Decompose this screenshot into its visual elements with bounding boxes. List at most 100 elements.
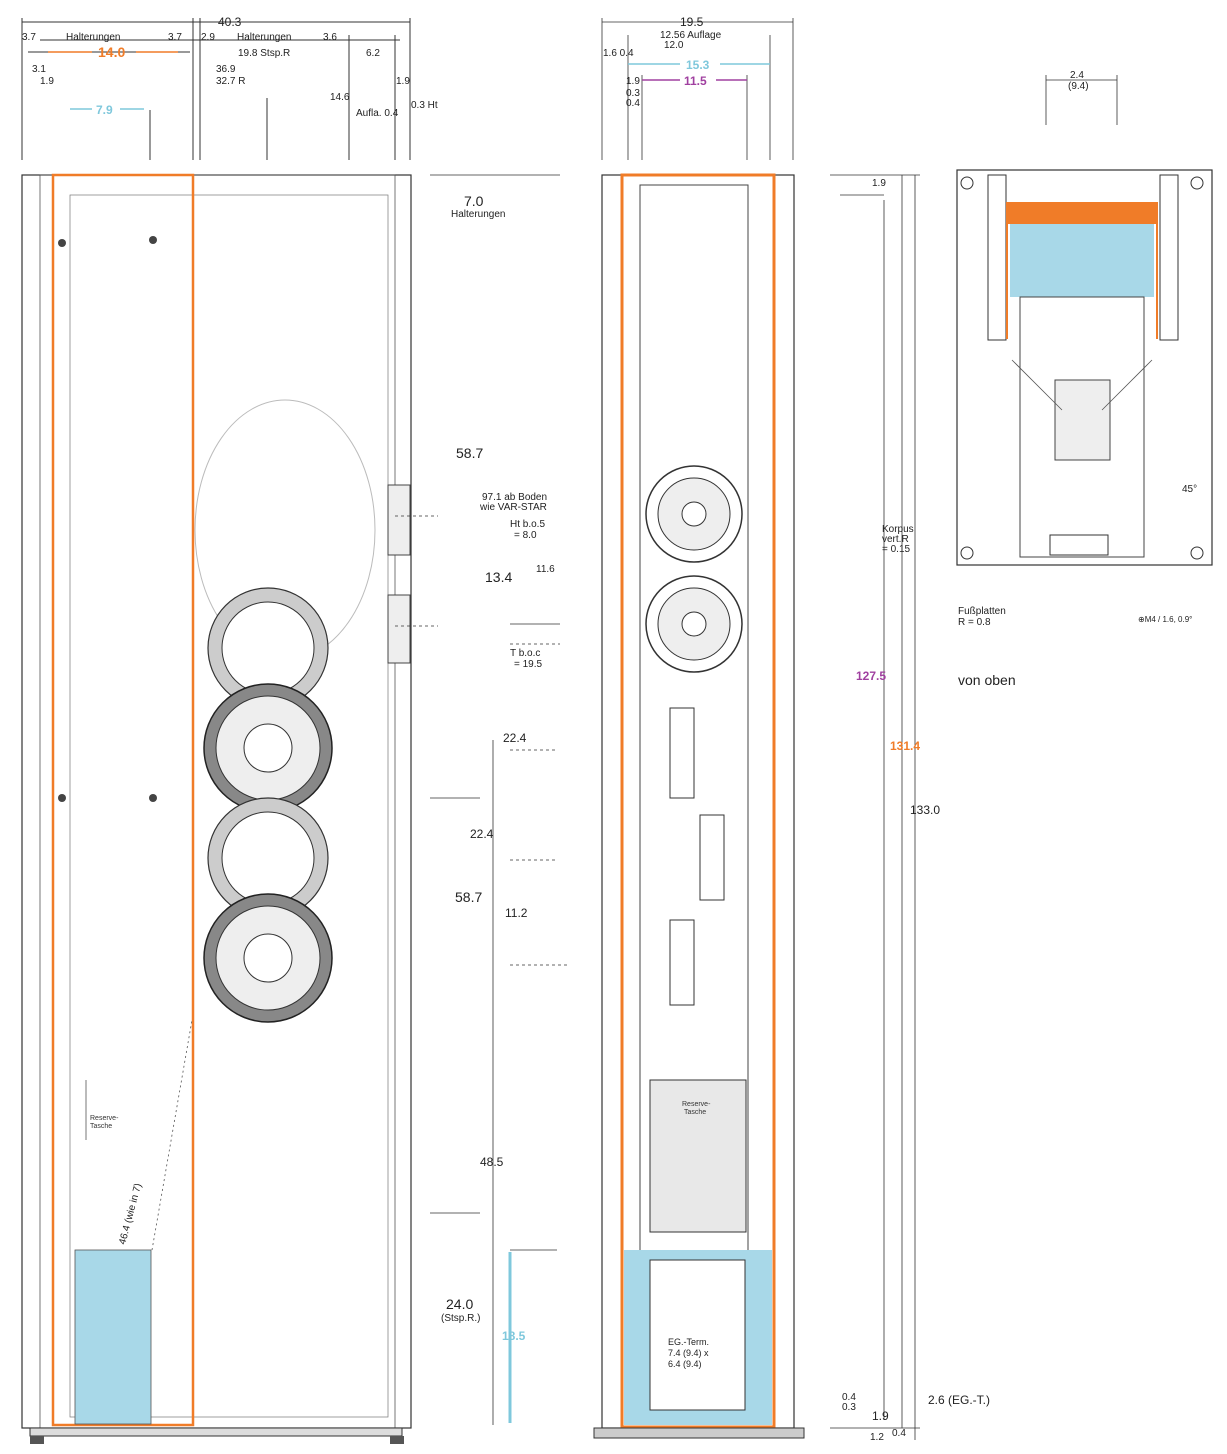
top-driver-line [1011,359,1063,411]
dim-14-0: 14.0 [98,44,125,60]
side-magnet-2 [699,814,725,901]
korpus-3: = 0.15 [882,544,911,555]
eg-term-1: EG.-Term. [668,1337,709,1347]
dim-15-3: 15.3 [686,58,710,72]
front-terminal-2 [387,594,411,664]
dim-2-6: 2.6 (EG.-T.) [928,1393,990,1407]
dim-133-0: 133.0 [910,803,940,817]
right-dimension-lines [830,174,920,1440]
top-driver-body [1054,379,1111,461]
front-driver-3 [207,797,329,919]
note-tbo: T b.o.c [510,648,540,659]
side-driver-2 [645,575,743,673]
side-outer-frame [601,174,795,1429]
hole-icon [58,239,66,247]
top-inner-chamber [1019,296,1145,558]
side-driver-1 [645,465,743,563]
m4-label: ⊕M4 / 1.6, 0.9° [1138,615,1192,624]
side-magnet-3 [669,919,695,1006]
dim-7-9: 7.9 [96,103,113,117]
side-reserve-1: Reserve- [682,1101,711,1108]
top-terminal [1049,534,1109,556]
dim-12-0: 12.0 [664,40,684,51]
front-view: 46.4 (wie in 7) Reserve- Tasche [21,173,412,1444]
note-ht: Ht b.o.5 [510,519,545,530]
front-outer-frame [21,174,412,1429]
front-blue-block [74,1249,152,1425]
front-baffle [69,194,389,1418]
dim-0-4b: 0.4 [626,98,640,109]
eg-term-3: 6.4 (9.4) [668,1359,702,1369]
fussplatten-r: R = 0.8 [958,617,991,628]
side-top-dims [601,18,794,160]
dim-1-9c: 1.9 [626,76,640,87]
front-driver-4 [203,893,333,1023]
dim-131-4: 131.4 [890,739,920,753]
dim-58-7a: 58.7 [456,445,483,461]
dim-22-4b: 22.4 [470,827,494,841]
note-97-1: 97.1 ab Boden [482,492,547,503]
dim-0-3-ht: 0.3 Ht [411,100,438,111]
top-right-rail [1159,174,1179,341]
top-left-rail [987,174,1007,341]
front-base-plate [29,1427,403,1437]
eg-term-2: 7.4 (9.4) x [668,1348,709,1358]
dim-9-4: (9.4) [1068,81,1089,92]
fussplatten-label: Fußplatten [958,606,1006,617]
dim-3-7-left: 3.7 [22,32,36,43]
dim-19-8: 19.8 Stsp.R [238,48,290,59]
dim-14-6: 14.6 [330,92,350,103]
dim-stsp: (Stsp.R.) [441,1313,480,1324]
angle-label: 45° [1182,484,1197,495]
korpus-2: vert.R [882,534,909,545]
dim-0-4d: 0.4 [892,1428,906,1439]
dim-1-2: 1.2 [870,1432,884,1443]
dim-7-0: 7.0 [464,193,484,209]
dim-aufla: Aufla. 0.4 [356,108,399,119]
dim-127-5: 127.5 [856,669,886,683]
hole-icon [58,794,66,802]
top-orange-bar [1007,202,1157,224]
dim-1-9-bot: 1.9 [872,1409,889,1423]
dim-11-2: 11.2 [505,906,528,920]
korpus-1: Korpus [882,524,914,535]
screw-icon [960,546,974,560]
dim-40-3: 40.3 [218,15,242,29]
dim-1-9a: 1.9 [40,76,54,87]
screw-icon [960,176,974,190]
dim-48-5: 48.5 [480,1155,504,1169]
screw-icon [1190,176,1204,190]
hole-icon [149,794,157,802]
top-orange-right [1156,202,1158,339]
top-view: 45° [956,169,1213,566]
dim-12-56: 12.56 Auflage [660,30,722,41]
dim-1-6-0-4: 1.6 0.4 [603,48,634,59]
top-driver-line [1101,359,1153,411]
front-orange-outline [51,173,195,1427]
front-driver-2 [203,683,333,813]
dim-6-2: 6.2 [366,48,380,59]
side-reserve-box [649,1079,747,1233]
middle-dimension-lines [395,174,570,1425]
foot-icon [390,1436,404,1444]
dim-0-3c: 0.3 [842,1402,856,1413]
dim-22-4a: 22.4 [503,731,527,745]
top-view-dims [1045,75,1118,125]
dim-halterungen-2: Halterungen [237,32,291,43]
dim-19-5: 19.5 [680,15,704,29]
dim-18-5: 18.5 [502,1329,526,1343]
screw-icon [1190,546,1204,560]
side-view: EG.-Term. 7.4 (9.4) x 6.4 (9.4) Reserve-… [593,173,805,1439]
dim-11-5: 11.5 [684,74,707,88]
dim-0-4c: 0.4 [842,1392,856,1403]
front-terminal-1 [387,484,411,556]
dim-2-9: 2.9 [201,32,215,43]
side-terminal-box [649,1259,746,1411]
side-reserve-2: Tasche [684,1109,706,1116]
dim-58-7b: 58.7 [455,889,482,905]
front-reserve-1: Reserve- [90,1115,119,1122]
dim-2-4: 2.4 [1070,70,1084,81]
von-oben-label: von oben [958,672,1016,688]
